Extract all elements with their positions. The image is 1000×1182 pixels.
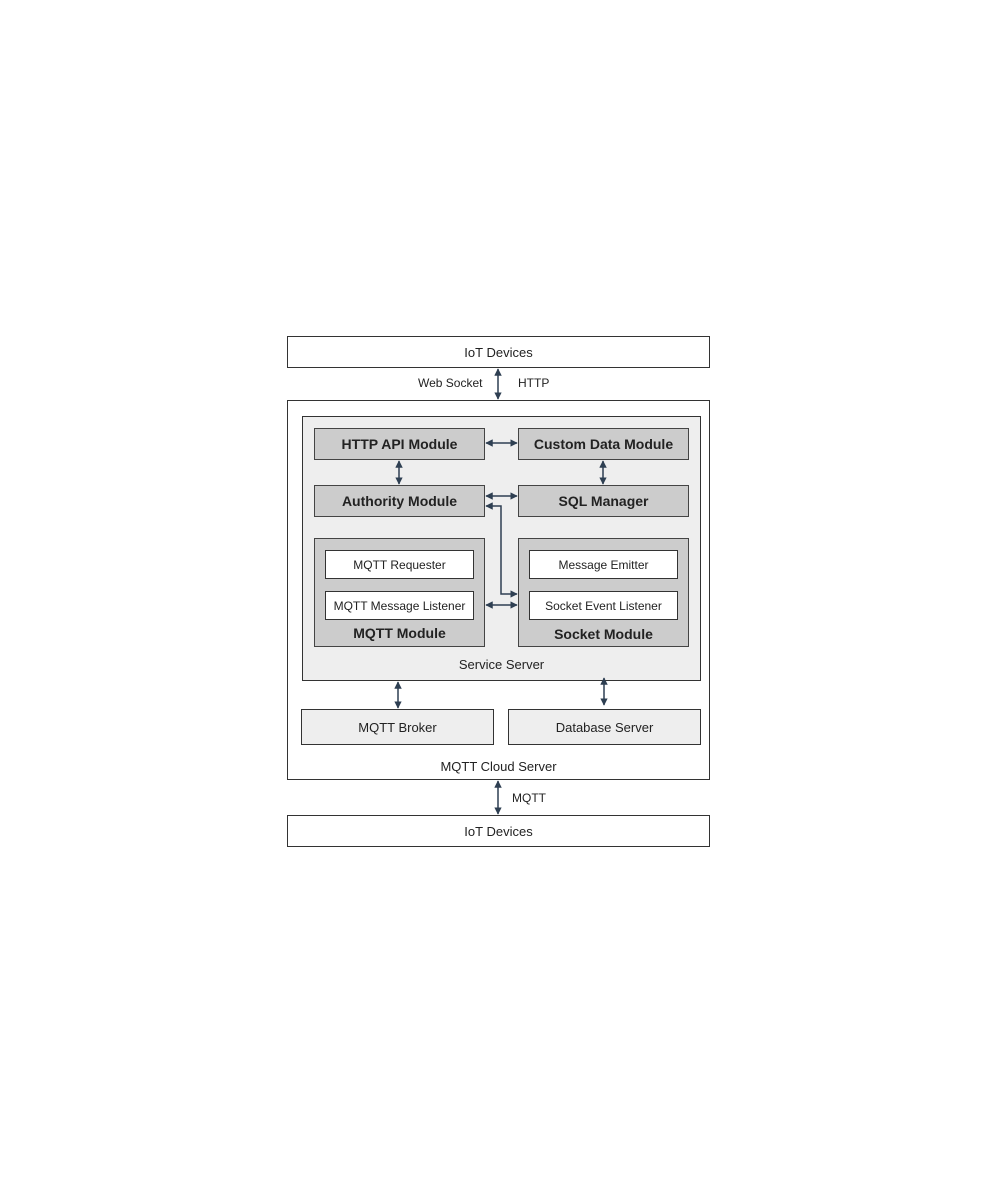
arrow-authority-socket <box>486 506 517 594</box>
